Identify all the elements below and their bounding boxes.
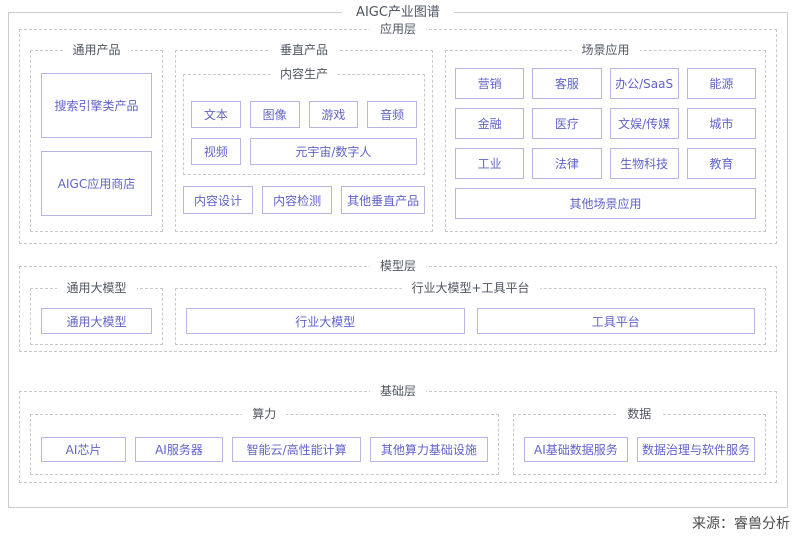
box-text: 文本: [191, 101, 241, 128]
vertical-products-bottom-row: 内容设计 内容检测 其他垂直产品: [183, 186, 425, 214]
group-vertical-products-label: 垂直产品: [269, 42, 339, 59]
box-video: 视频: [191, 138, 241, 165]
box-audio: 音频: [367, 101, 417, 128]
outer-frame: AIGC产业图谱 应用层 通用产品 搜索引擎类产品 AIGC应用商店 垂直产品 …: [8, 4, 788, 508]
box-marketing: 营销: [455, 68, 525, 99]
group-general-products-label: 通用产品: [62, 42, 131, 59]
group-vertical-products: 垂直产品 内容生产 文本 图像 游戏 音频 视频 元宇宙/数字人 内容设计: [175, 42, 433, 232]
box-other-computing-infra: 其他算力基础设施: [370, 437, 488, 462]
group-data: 数据 AI基础数据服务 数据治理与软件服务: [512, 406, 766, 475]
group-data-label: 数据: [617, 406, 662, 423]
box-customer-service: 客服: [532, 68, 602, 99]
group-content-production-label: 内容生产: [269, 66, 339, 83]
box-ai-server: AI服务器: [135, 437, 223, 462]
box-ai-data-services: AI基础数据服务: [523, 437, 629, 462]
box-medical: 医疗: [532, 108, 602, 139]
box-biotech: 生物科技: [609, 148, 679, 179]
page-title: AIGC产业图谱: [342, 4, 454, 21]
group-computing-power-label: 算力: [242, 406, 287, 423]
box-finance: 金融: [455, 108, 525, 139]
box-metaverse-digital-human: 元宇宙/数字人: [249, 138, 417, 165]
layer-application-label: 应用层: [369, 21, 427, 38]
box-ai-chip: AI芯片: [41, 437, 127, 462]
layer-model-label: 模型层: [369, 258, 427, 275]
box-content-design: 内容设计: [183, 186, 254, 214]
box-search-engine-products: 搜索引擎类产品: [41, 73, 152, 138]
box-law: 法律: [532, 148, 602, 179]
box-education: 教育: [686, 148, 756, 179]
scenario-row-1: 营销 客服 办公/SaaS 能源: [455, 68, 756, 99]
box-smart-cloud-hpc: 智能云/高性能计算: [231, 437, 362, 462]
box-industry-llm: 行业大模型: [186, 308, 465, 334]
box-city: 城市: [686, 108, 756, 139]
group-industry-llm-tool-platform: 行业大模型+工具平台 行业大模型 工具平台: [175, 280, 766, 345]
group-general-llm-label: 通用大模型: [56, 280, 137, 297]
content-production-row-1: 文本 图像 游戏 音频: [191, 101, 417, 128]
content-production-row-2: 视频 元宇宙/数字人: [191, 138, 417, 165]
group-computing-power: 算力 AI芯片 AI服务器 智能云/高性能计算 其他算力基础设施: [30, 406, 499, 475]
group-scenario-applications-label: 场景应用: [571, 42, 640, 59]
source-attribution: 来源：睿兽分析: [692, 516, 790, 532]
box-industry: 工业: [455, 148, 525, 179]
scenario-row-4: 其他场景应用: [455, 188, 756, 219]
box-game: 游戏: [308, 101, 359, 128]
box-office-saas: 办公/SaaS: [609, 68, 679, 99]
scenario-row-3: 工业 法律 生物科技 教育: [455, 148, 756, 179]
layer-model: 模型层 通用大模型 通用大模型 行业大模型+工具平台 行业大模型 工具平台: [19, 258, 777, 352]
box-energy: 能源: [686, 68, 756, 99]
box-content-detection: 内容检测: [262, 186, 333, 214]
group-general-llm: 通用大模型 通用大模型: [30, 280, 163, 345]
box-other-vertical-products: 其他垂直产品: [341, 186, 425, 214]
box-data-governance-software: 数据治理与软件服务: [637, 437, 755, 462]
box-general-llm: 通用大模型: [41, 308, 152, 334]
group-general-products: 通用产品 搜索引擎类产品 AIGC应用商店: [30, 42, 163, 232]
layer-foundation-label: 基础层: [369, 383, 427, 400]
box-image: 图像: [249, 101, 300, 128]
scenario-row-2: 金融 医疗 文娱/传媒 城市: [455, 108, 756, 139]
group-scenario-applications: 场景应用 营销 客服 办公/SaaS 能源 金融 医疗 文娱/传媒 城市 工业 …: [445, 42, 766, 232]
layer-application: 应用层 通用产品 搜索引擎类产品 AIGC应用商店 垂直产品 内容生产 文本 图…: [19, 21, 777, 244]
group-industry-llm-tool-platform-label: 行业大模型+工具平台: [401, 280, 540, 297]
box-other-scenario-applications: 其他场景应用: [455, 188, 756, 219]
layer-foundation: 基础层 算力 AI芯片 AI服务器 智能云/高性能计算 其他算力基础设施 数据 …: [19, 383, 777, 483]
box-entertainment-media: 文娱/传媒: [609, 108, 679, 139]
box-aigc-app-store: AIGC应用商店: [41, 151, 152, 216]
box-tool-platform: 工具平台: [476, 308, 755, 334]
group-content-production: 内容生产 文本 图像 游戏 音频 视频 元宇宙/数字人: [183, 66, 425, 175]
